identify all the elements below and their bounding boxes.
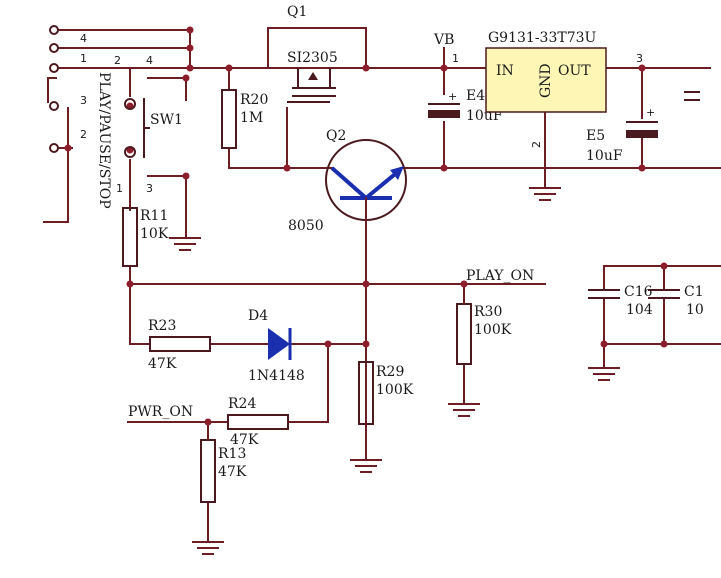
r23-resistor: R23 47K	[148, 318, 211, 372]
ground-icon	[192, 541, 224, 555]
sw1-pin-3-label: 3	[146, 182, 153, 195]
connector-pin-1-label: 1	[80, 52, 87, 65]
r13-ref-label: R13	[218, 446, 246, 462]
e5-value-label: 10uF	[586, 148, 623, 164]
ground-icon	[169, 237, 201, 251]
c16-value-label: 104	[626, 302, 653, 318]
svg-text:+: +	[646, 106, 655, 119]
c16-ref-label: C16	[624, 284, 653, 300]
regulator-ref-label: G9131-33T73U	[488, 30, 597, 46]
r20-resistor: R20 1M	[221, 89, 268, 149]
r11-ref-label: R11	[140, 208, 168, 224]
left-connector: 4 1 3 2	[49, 25, 87, 153]
r13-value-label: 47K	[218, 464, 247, 480]
ground-icon	[529, 187, 561, 201]
sw1-function-label: PLAY/PAUSE/STOP	[96, 72, 112, 209]
r23-value-label: 47K	[148, 356, 177, 372]
r30-ref-label: R30	[474, 304, 502, 320]
regulator-gnd-label: GND	[538, 63, 554, 98]
q2-value-label: 8050	[288, 218, 324, 234]
d4-value-label: 1N4148	[248, 368, 305, 384]
q2-ref-label: Q2	[326, 128, 346, 144]
r23-ref-label: R23	[148, 318, 176, 334]
r20-value-label: 1M	[240, 110, 263, 126]
r29-ref-label: R29	[376, 364, 404, 380]
d4-diode: D4 1N4148	[248, 308, 305, 384]
q1-value-label: SI2305	[287, 50, 338, 66]
sw1-switch: SW1 PLAY/PAUSE/STOP 2 4 1 3	[96, 54, 183, 209]
pwr-on-net-label: PWR_ON	[128, 404, 193, 420]
sw1-pin-4-label: 4	[146, 54, 153, 67]
q1-ref-label: Q1	[287, 4, 307, 20]
svg-text:+: +	[448, 90, 457, 103]
r24-value-label: 47K	[230, 432, 259, 448]
c-next-value-label: 10	[686, 302, 704, 318]
sw1-pin-1-label: 1	[116, 182, 123, 195]
sw1-ref-label: SW1	[150, 112, 183, 128]
r24-resistor: R24 47K	[227, 396, 289, 448]
regulator-out-label: OUT	[558, 63, 591, 79]
connector-pin-3-label: 3	[80, 94, 87, 107]
r20-ref-label: R20	[240, 92, 268, 108]
r29-value-label: 100K	[376, 382, 414, 398]
connector-pin-2-label: 2	[80, 128, 87, 141]
e5-ref-label: E5	[586, 128, 605, 144]
wires	[43, 27, 721, 543]
r11-resistor: R11 10K	[122, 207, 169, 267]
vb-net-label: VB	[433, 32, 454, 48]
ground-icon	[588, 367, 620, 381]
c-next-ref-label: C1	[684, 284, 704, 300]
r13-resistor: R13 47K	[200, 439, 247, 503]
ground-icon	[350, 459, 382, 473]
regulator-pin-3-label: 3	[636, 52, 643, 65]
ground-symbols	[169, 187, 620, 555]
ground-icon	[448, 403, 480, 417]
c16-capacitor: C16 104 C1 10	[588, 284, 704, 318]
r30-value-label: 100K	[474, 322, 512, 338]
connector-pin-4-label: 4	[80, 32, 87, 45]
r24-ref-label: R24	[228, 396, 256, 412]
e5-capacitor: + E5 10uF	[586, 91, 700, 164]
q1-mosfet: Q1 SI2305	[287, 4, 338, 103]
r30-resistor: R30 100K	[456, 303, 512, 365]
e4-ref-label: E4	[466, 88, 485, 104]
e4-capacitor: + E4 10uF	[428, 88, 503, 124]
sw1-pin-2-label: 2	[114, 54, 121, 67]
junction-dots	[64, 26, 668, 426]
regulator-in-label: IN	[496, 63, 514, 79]
d4-ref-label: D4	[248, 308, 268, 324]
play-on-net-label: PLAY_ON	[466, 268, 534, 284]
regulator-ic: G9131-33T73U IN OUT GND 1 3 2	[452, 30, 643, 148]
r29-resistor: R29 100K	[358, 361, 414, 425]
q2-transistor: Q2 8050	[288, 128, 407, 234]
regulator-pin-1-label: 1	[452, 52, 459, 65]
r11-value-label: 10K	[140, 226, 169, 242]
regulator-pin-2-label: 2	[530, 141, 543, 148]
